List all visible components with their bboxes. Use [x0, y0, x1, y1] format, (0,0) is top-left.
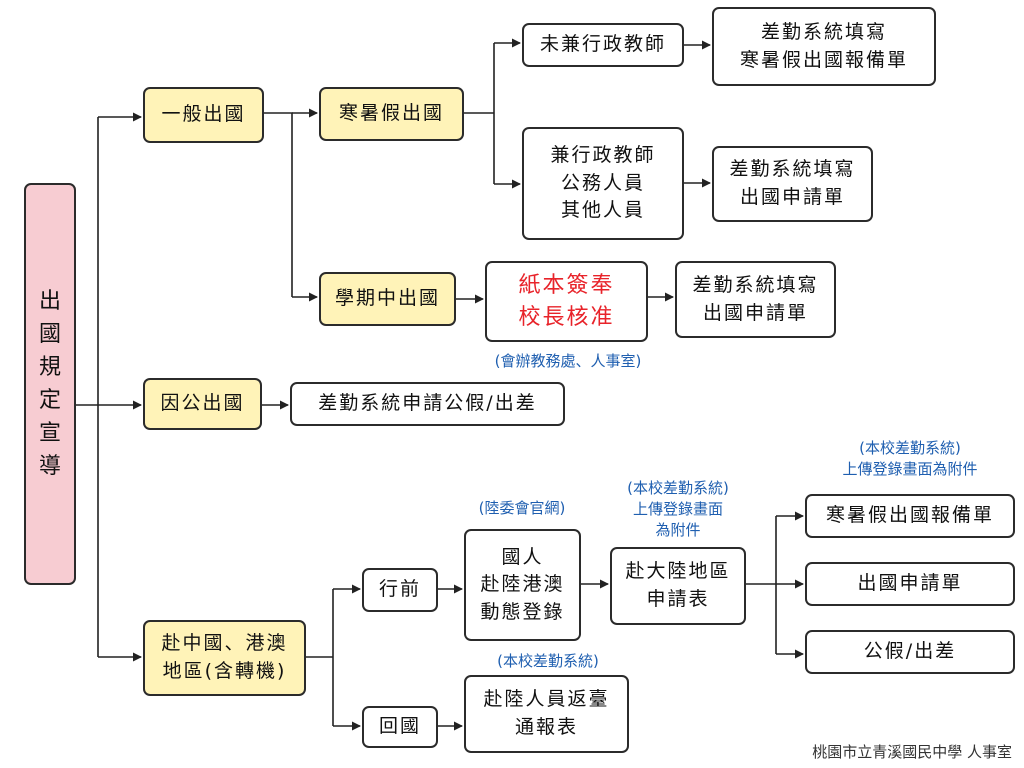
return-form-line: 赴陸人員返臺: [483, 688, 610, 711]
result-line: 出國申請單: [702, 301, 808, 324]
official-result-box: 差勤系統申請公假/出差: [290, 382, 565, 426]
outputs-note-line: (本校差勤系統): [859, 439, 961, 457]
result-line: 差勤系統填寫: [692, 273, 819, 296]
apply-note-line: 為附件: [655, 521, 701, 539]
non-admin-box: 未兼行政教師: [522, 23, 684, 67]
register-line: 動態登錄: [480, 600, 565, 623]
summer-box: 寒暑假出國: [319, 87, 464, 141]
root-title-char: 導: [38, 454, 61, 479]
semester-result-box: 差勤系統填寫 出國申請單: [675, 261, 836, 338]
output-label: 公假/出差: [863, 640, 957, 663]
approval-line: 紙本簽奉: [518, 272, 615, 298]
approval-line: 校長核准: [518, 304, 615, 330]
register-note: (陸委會官網): [478, 499, 566, 517]
return-form-box: 赴陸人員返臺 通報表: [464, 675, 629, 753]
apply-line: 赴大陸地區: [625, 560, 731, 583]
summer-label: 寒暑假出國: [338, 102, 444, 125]
footer-credit: 桃園市立青溪國民中學 人事室: [812, 743, 1012, 761]
approval-box: 紙本簽奉 校長核准: [485, 261, 648, 342]
admin-line: 兼行政教師: [550, 144, 656, 167]
register-line: 赴陸港澳: [480, 573, 565, 596]
output-label: 寒暑假出國報備單: [825, 504, 994, 527]
outputs-note: (本校差勤系統) 上傳登錄畫面為附件: [810, 438, 1010, 480]
root-title-char: 國: [38, 322, 61, 347]
result-line: 差勤系統填寫: [760, 20, 887, 43]
admin-result-box: 差勤系統填寫 出國申請單: [712, 146, 873, 222]
admin-line: 其他人員: [560, 199, 645, 222]
root-title-char: 定: [38, 388, 61, 413]
official-box: 因公出國: [143, 378, 262, 430]
china-line: 地區(含轉機): [162, 660, 287, 682]
apply-line: 申請表: [646, 588, 710, 610]
root-title-char: 規: [38, 355, 61, 380]
output-box-official-leave: 公假/出差: [805, 630, 1015, 674]
semester-label: 學期中出國: [334, 287, 440, 310]
general-label: 一般出國: [161, 103, 246, 126]
output-label: 出國申請單: [857, 572, 963, 595]
root-box: 出 國 規 定 宣 導: [24, 183, 76, 585]
connector-general: [264, 112, 293, 297]
admin-line: 公務人員: [560, 171, 645, 194]
before-box: 行前: [362, 568, 438, 612]
result-line: 差勤系統填寫: [729, 158, 856, 181]
before-label: 行前: [378, 578, 421, 601]
root-title-char: 出: [38, 289, 61, 314]
after-label: 回國: [378, 715, 421, 738]
root-title-char: 宣: [38, 421, 61, 446]
approval-note: (會辦教務處、人事室): [494, 352, 642, 370]
general-box: 一般出國: [143, 87, 264, 143]
return-note: (本校差勤系統): [497, 652, 599, 670]
non-admin-label: 未兼行政教師: [539, 33, 666, 56]
official-label: 因公出國: [160, 392, 245, 415]
after-box: 回國: [362, 706, 438, 748]
outputs-note-line: 上傳登錄畫面為附件: [842, 460, 978, 478]
admin-box: 兼行政教師 公務人員 其他人員: [522, 127, 684, 240]
result-line: 出國申請單: [739, 186, 845, 208]
output-box-summer-report: 寒暑假出國報備單: [805, 494, 1015, 538]
apply-note-line: 上傳登錄畫面: [632, 500, 723, 518]
apply-note: (本校差勤系統) 上傳登錄畫面 為附件: [598, 478, 758, 541]
result-line: 寒暑假出國報備單: [739, 48, 908, 71]
non-admin-result-box: 差勤系統填寫 寒暑假出國報備單: [712, 7, 936, 86]
china-box: 赴中國、港澳 地區(含轉機): [143, 620, 306, 696]
china-line: 赴中國、港澳: [161, 632, 288, 655]
apply-box: 赴大陸地區 申請表: [610, 547, 746, 625]
output-box-application: 出國申請單: [805, 562, 1015, 606]
official-result-label: 差勤系統申請公假/出差: [318, 392, 537, 415]
semester-box: 學期中出國: [319, 272, 456, 326]
apply-note-line: (本校差勤系統): [627, 479, 729, 497]
register-box: 國人 赴陸港澳 動態登錄: [464, 529, 581, 641]
register-line: 國人: [501, 545, 544, 568]
return-form-line: 通報表: [514, 716, 578, 738]
